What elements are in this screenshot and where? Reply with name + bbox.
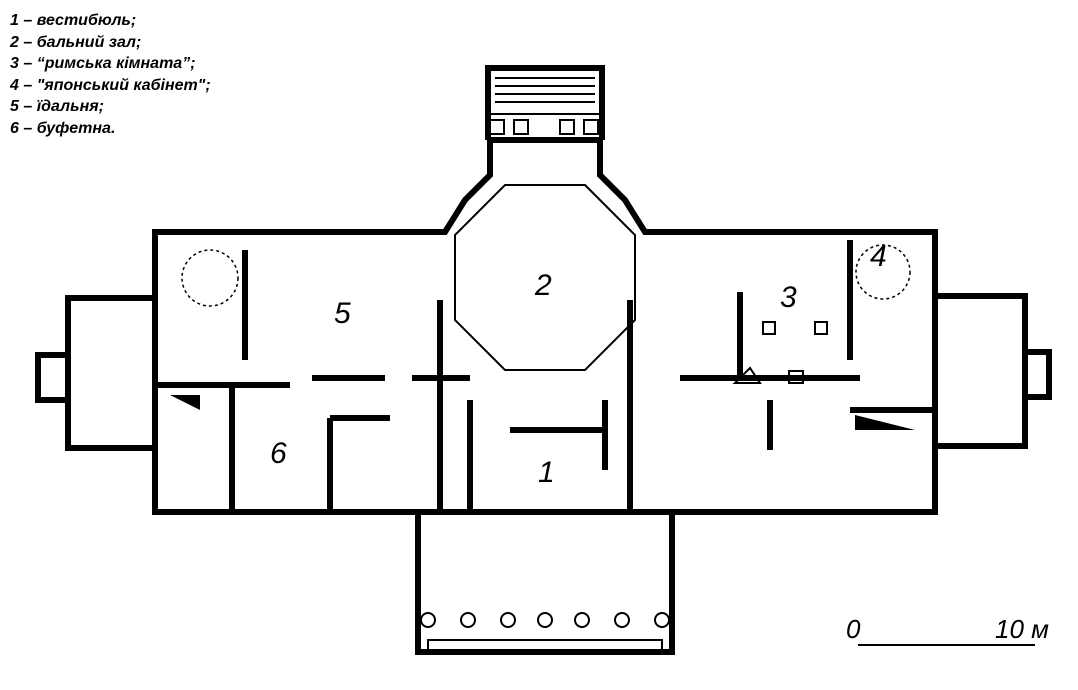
japanese-cabinet-circle [855, 244, 911, 300]
interior-walls [155, 240, 935, 512]
legend: 1 – вестибюль; 2 – бальний зал; 3 – “рим… [10, 10, 211, 139]
legend-item-ballroom: 2 – бальний зал; [10, 33, 142, 51]
legend-item-vestibule: 1 – вестибюль; [10, 12, 137, 29]
main-body-outline [152, 137, 938, 515]
room-label-5: 5 [334, 297, 351, 330]
room-label-1: 1 [538, 456, 555, 489]
scale-start-label: 0 [846, 614, 861, 644]
legend-item-roman-room: 3 – “римська кімната”; [10, 55, 196, 72]
roman-room-pillar [762, 321, 776, 335]
east-steps [1022, 349, 1052, 400]
west-stair [170, 395, 200, 410]
south-portico [415, 512, 675, 655]
north-steps-lines [495, 77, 595, 103]
legend-item-pantry: 6 – буфетна. [10, 119, 116, 137]
stove [732, 366, 762, 384]
roman-room-pillar [788, 370, 804, 384]
roman-room-pillar [814, 321, 828, 335]
west-round-room [181, 249, 239, 307]
east-wing [935, 293, 1028, 449]
room-label-2: 2 [534, 269, 552, 302]
legend-item-dining-room: 5 – їдальня; [10, 98, 104, 115]
west-steps [35, 352, 71, 403]
south-steps [427, 639, 663, 655]
room-label-6: 6 [270, 437, 287, 470]
north-portico [485, 65, 605, 140]
legend-item-japanese-cabinet: 4 – "японський кабінет"; [10, 76, 211, 94]
north-columns [489, 119, 599, 135]
room-label-4: 4 [870, 240, 887, 273]
room-label-3: 3 [780, 281, 797, 314]
ballroom-octagon [454, 184, 636, 371]
scale-end-label: 10 м [995, 614, 1049, 644]
west-wing [65, 295, 155, 451]
east-stair [855, 415, 915, 430]
south-columns [420, 612, 670, 628]
north-steps [489, 69, 601, 115]
